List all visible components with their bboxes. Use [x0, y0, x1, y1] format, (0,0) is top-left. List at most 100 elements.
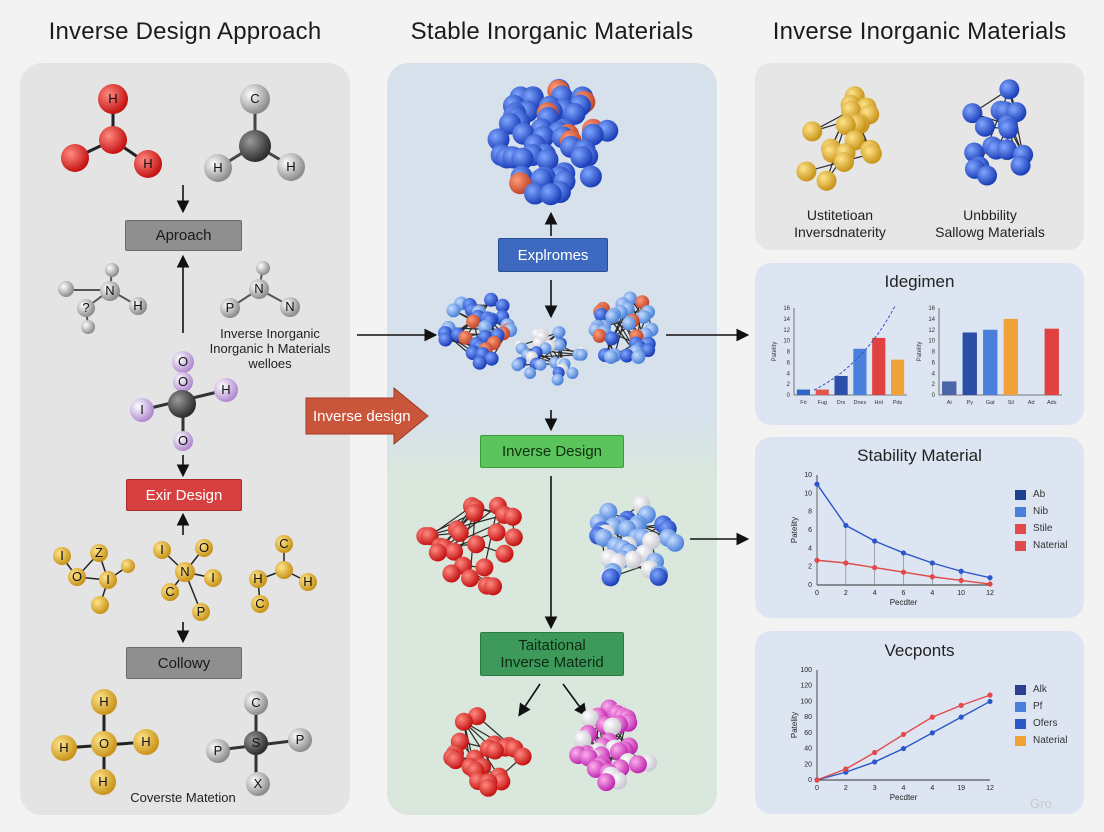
bar: [834, 375, 848, 395]
data-point: [900, 745, 907, 752]
x-tick-label: Drs: [837, 400, 846, 406]
mol9-atom-label: H: [141, 734, 151, 749]
data-point: [872, 564, 878, 571]
trend-line: [813, 305, 896, 391]
mol10-atom-label: P: [213, 743, 223, 758]
legend-label: Ab: [1033, 489, 1046, 500]
mol7-atom-label: N: [180, 564, 190, 579]
x-tick-label: 3: [873, 785, 877, 792]
data-point: [843, 560, 849, 566]
mol3-atom-label: N: [105, 283, 115, 298]
mol6-atom-label: I: [60, 548, 64, 563]
y-tick-label: 100: [800, 698, 812, 705]
y-tick-label: 0: [932, 393, 936, 399]
structure-label-a: Ustitetioan Inversdnaterity: [770, 207, 910, 241]
cluster-red-2: [443, 707, 532, 797]
y-tick-label: 6: [932, 360, 936, 366]
mol1-atom-label: H: [108, 91, 118, 106]
y-tick-label: 14: [783, 317, 790, 323]
legend-swatch: [1015, 523, 1026, 534]
molecule-7: [153, 539, 222, 621]
bar: [942, 381, 957, 395]
y-axis-label: Patelity: [790, 517, 799, 543]
mol8-atom-label: H: [253, 571, 263, 586]
mol6-atom-label: Z: [95, 545, 103, 560]
right-panel-stability-chart: [755, 437, 1084, 618]
atom-clusters: [416, 78, 1034, 797]
mol9-atom-label: H: [99, 694, 109, 709]
collowy-box: Collowy: [126, 647, 242, 679]
molecule-2: [204, 84, 305, 182]
data-point: [929, 730, 935, 736]
mol3-atom-label: ?: [82, 300, 90, 315]
cluster-blue-1: [589, 495, 685, 587]
bar: [1003, 318, 1018, 395]
x-tick-label: Pds: [893, 400, 903, 406]
legend-item: Naterial: [1015, 537, 1067, 554]
bar: [983, 329, 998, 395]
x-axis-label: Pecdter: [890, 793, 918, 802]
data-point: [900, 550, 907, 556]
data-point: [958, 702, 964, 708]
y-tick-label: 2: [808, 564, 812, 571]
legend-label: Naterial: [1033, 735, 1068, 746]
y-tick-label: 12: [928, 328, 935, 334]
molecule-1: [61, 84, 162, 178]
data-point: [958, 568, 964, 574]
y-tick-label: 6: [808, 527, 812, 534]
y-tick-label: 20: [804, 761, 812, 768]
structure-label-b-line-1: Unbbility: [963, 207, 1017, 223]
legend-item: Stile: [1015, 520, 1067, 537]
structure-label-b-line-2: Sallowg Materials: [935, 224, 1045, 240]
data-point: [843, 522, 849, 529]
legend-swatch: [1015, 701, 1026, 712]
series-line: [816, 700, 991, 781]
approach-box: Aproach: [125, 220, 242, 251]
y-axis-label: Patelity: [790, 712, 799, 738]
y-tick-label: 10: [804, 472, 812, 479]
taitational-line-2: Inverse Materid: [500, 654, 604, 671]
legend-item: Naterial: [1015, 732, 1067, 749]
caption-line-2: Inorganic h Materials: [209, 341, 331, 356]
legend-swatch: [1015, 506, 1026, 517]
data-point: [929, 714, 935, 720]
cluster-mid-center: [511, 326, 589, 386]
legend-swatch: [1015, 540, 1026, 551]
data-point: [987, 692, 993, 698]
series-line: [816, 694, 991, 781]
mol6-atom-label: O: [71, 569, 83, 584]
bar: [962, 332, 977, 395]
mol5-atom-label: H: [221, 382, 231, 397]
structure-label-b: Unbbility Sallowg Materials: [920, 207, 1060, 241]
legend-item: Pf: [1015, 698, 1067, 715]
inverse-inorganic-caption: Inverse Inorganic Inorganic h Materials …: [200, 326, 340, 371]
y-tick-label: 10: [783, 339, 790, 345]
y-tick-label: 40: [804, 746, 812, 753]
mol8-atom-label: C: [279, 536, 289, 551]
mol5-atom-label: I: [140, 402, 144, 417]
coverste-caption: Coverste Matetion: [130, 790, 236, 805]
structure-label-a-line-1: Ustitetioan: [806, 207, 874, 223]
legend-item: Alk: [1015, 681, 1067, 698]
caption-line-1: Inverse Inorganic: [220, 326, 320, 341]
molecule-8: [249, 535, 317, 613]
mol9-atom-label: H: [59, 740, 69, 755]
x-tick-label: 10: [957, 590, 965, 597]
legend-swatch: [1015, 735, 1026, 746]
data-point: [929, 574, 935, 580]
cluster-blue-right: [962, 79, 1034, 186]
legend-item: Ofers: [1015, 715, 1067, 732]
cluster-mid-right: [588, 291, 659, 365]
stability-material-title: Stability Material: [857, 446, 982, 465]
inverse-design-arrow: [305, 386, 429, 446]
data-point: [814, 777, 820, 783]
mol5-atom-label: O: [177, 354, 189, 369]
right-column-title: Inverse Inorganic Materials: [772, 18, 1067, 45]
molecule-5: [130, 351, 238, 451]
x-tick-label: Ad: [1028, 400, 1035, 406]
y-tick-label: 100: [800, 667, 812, 674]
data-point: [958, 577, 964, 584]
data-point: [900, 731, 907, 738]
y-tick-label: 16: [928, 306, 935, 312]
